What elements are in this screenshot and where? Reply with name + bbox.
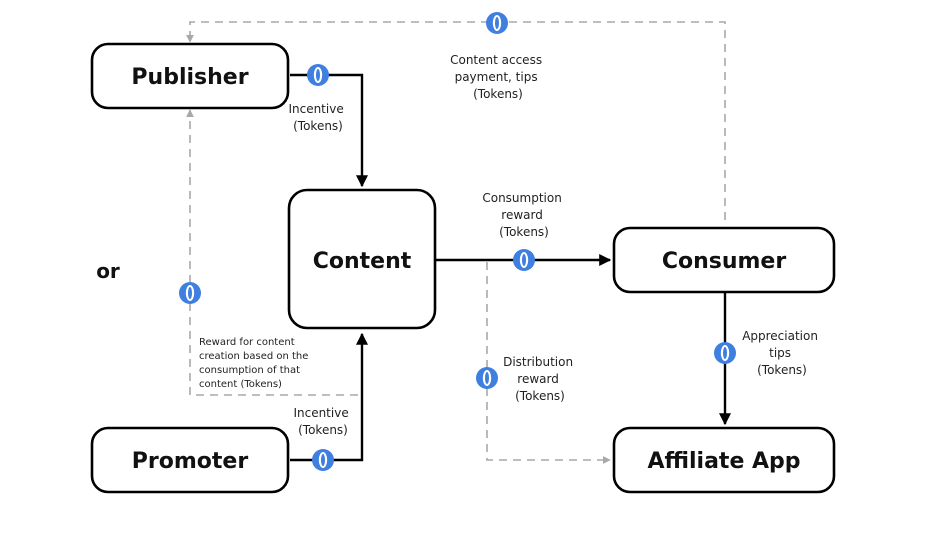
label-reward-for-content: Reward for content creation based on the… <box>199 337 312 390</box>
token-coin-icon <box>476 367 498 389</box>
label-content-access: Content access payment, tips (Tokens) <box>450 53 546 101</box>
label-appreciation-tips: Appreciation tips (Tokens) <box>742 329 822 377</box>
node-publisher: Publisher <box>90 42 290 110</box>
label-consumption-reward: Consumption reward (Tokens) <box>482 191 565 239</box>
node-affiliate-app-label: Affiliate App <box>647 449 800 474</box>
edge-distribution-reward <box>486 262 611 464</box>
node-promoter: Promoter <box>90 426 290 494</box>
label-distribution-reward: Distribution reward (Tokens) <box>503 355 577 403</box>
node-affiliate-app: Affiliate App <box>612 426 836 494</box>
label-publisher-incentive: Incentive (Tokens) <box>288 102 347 133</box>
node-promoter-label: Promoter <box>132 449 249 474</box>
edge-content-access <box>186 21 726 220</box>
label-promoter-incentive: Incentive (Tokens) <box>293 406 352 437</box>
node-publisher-label: Publisher <box>131 65 248 90</box>
token-coin-icon <box>486 12 508 34</box>
edge-reward-for-content <box>186 109 358 396</box>
token-coin-icon <box>714 342 736 364</box>
node-consumer: Consumer <box>612 226 836 294</box>
token-coin-icon <box>179 282 201 304</box>
token-coin-icon <box>513 249 535 271</box>
node-consumer-label: Consumer <box>662 249 787 274</box>
or-label: or <box>96 259 120 283</box>
node-content: Content <box>287 188 437 330</box>
node-content-label: Content <box>313 249 412 274</box>
token-coin-icon <box>312 449 334 471</box>
token-coin-icon <box>307 64 329 86</box>
